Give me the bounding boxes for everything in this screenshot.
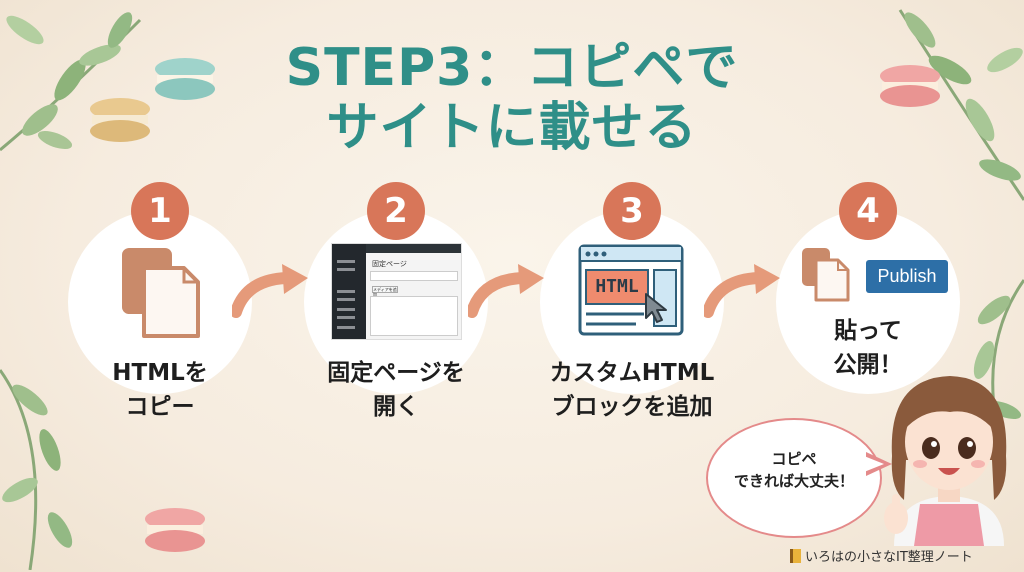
step-4-label-line-2: 公開！ <box>833 352 903 378</box>
macaron-icon <box>145 508 205 552</box>
title-line-2: サイトに載せる <box>326 98 698 158</box>
step-1-label: HTMLを コピー <box>40 356 280 424</box>
mouse-cursor-icon <box>645 293 667 323</box>
macaron-icon <box>155 58 215 100</box>
speech-bubble-tail-fill <box>864 456 884 472</box>
step-4-number: 4 <box>839 182 897 240</box>
wordpress-editor-icon: 固定ページ メディアを追加 <box>331 243 462 340</box>
speech-line-1: コピペ <box>771 450 817 468</box>
step-2-number: 2 <box>367 182 425 240</box>
step-4-label-line-1: 貼って <box>834 318 902 344</box>
macaron-icon <box>880 65 940 107</box>
speech-text: コピペ できれば大丈夫！ <box>706 448 882 492</box>
leaf-branch-icon <box>898 9 1024 201</box>
copy-documents-icon <box>802 248 850 302</box>
step-3-number: 3 <box>603 182 661 240</box>
page-title: STEP3：コピペで サイトに載せる <box>0 38 1024 158</box>
title-line-1: STEP3：コピペで <box>285 38 739 98</box>
girl-character-illustration <box>884 376 1007 546</box>
browser-html-label: HTML <box>595 276 639 297</box>
step-1-label-line-2: コピー <box>125 394 195 420</box>
browser-html-icon <box>578 244 684 336</box>
copy-documents-icon <box>122 248 200 338</box>
leaf-branch-icon <box>0 12 142 152</box>
curved-arrow-icon <box>468 264 544 318</box>
curved-arrow-icon <box>232 264 308 318</box>
footer-credit: いろはの小さなIT整理ノート <box>790 548 1022 568</box>
step-3-label-line-1: カスタムHTML <box>549 360 715 386</box>
speech-line-2: できれば大丈夫！ <box>733 472 854 490</box>
macaron-icon <box>90 98 150 142</box>
wp-add-media-button: メディアを追加 <box>372 286 398 297</box>
step-3-label-line-2: ブロックを追加 <box>551 394 713 420</box>
curved-arrow-icon <box>704 264 780 318</box>
leaf-branch-icon <box>0 369 73 570</box>
step-2-label: 固定ページを 開く <box>276 356 516 424</box>
footer-text: いろはの小さなIT整理ノート <box>805 550 973 565</box>
notebook-icon <box>790 549 801 563</box>
step-2-label-line-1: 固定ページを <box>327 360 465 386</box>
step-2-label-line-2: 開く <box>373 394 419 420</box>
step-1-number: 1 <box>131 182 189 240</box>
publish-button[interactable]: Publish <box>866 260 948 293</box>
step-4-circle <box>776 210 960 394</box>
speech-bubble <box>706 418 882 538</box>
step-3-label: カスタムHTML ブロックを追加 <box>512 356 752 424</box>
wp-page-title: 固定ページ <box>372 260 407 268</box>
step-1-label-line-1: HTMLを <box>112 360 208 386</box>
step-4-label: 貼って 公開！ <box>748 314 988 382</box>
